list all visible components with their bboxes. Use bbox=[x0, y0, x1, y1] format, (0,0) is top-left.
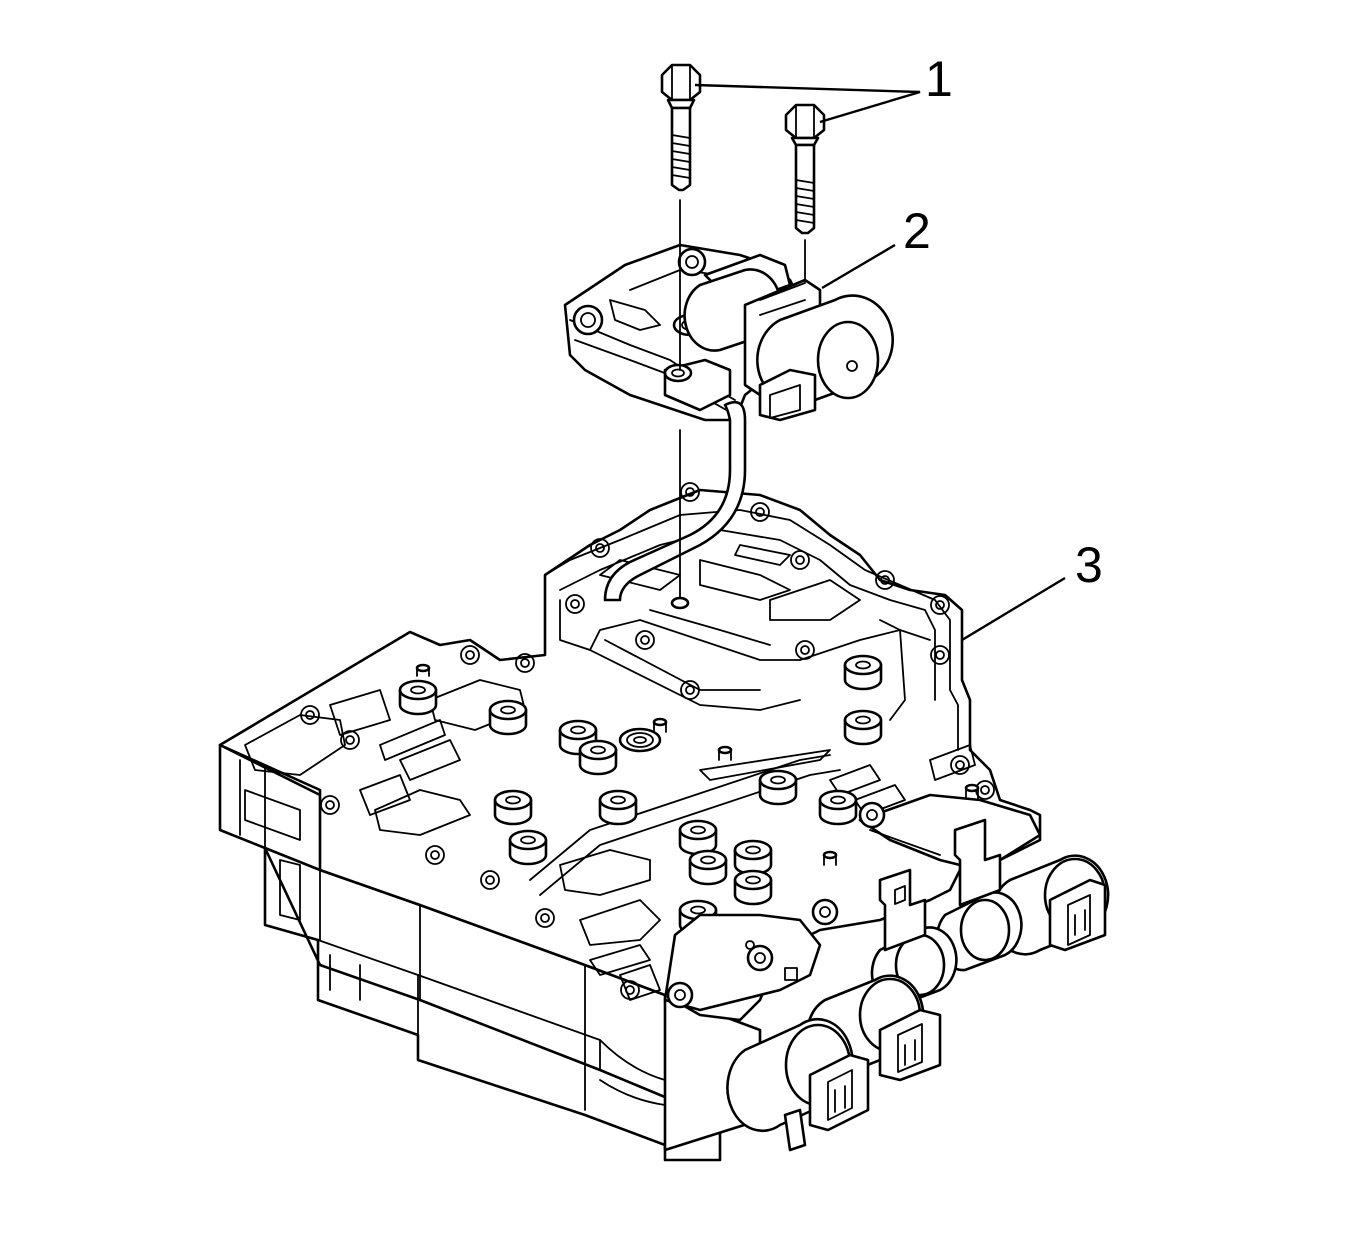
callout-1: 1 bbox=[694, 51, 953, 124]
bolt-hole-ring bbox=[300, 482, 995, 1000]
callout-label-2: 2 bbox=[903, 203, 931, 259]
solenoid-bracket-right bbox=[858, 793, 1042, 867]
valve-body bbox=[218, 482, 1110, 1162]
solenoid-module bbox=[563, 243, 894, 602]
callout-3: 3 bbox=[961, 537, 1103, 642]
callout-label-3: 3 bbox=[1075, 537, 1103, 593]
callout-label-1: 1 bbox=[925, 51, 953, 107]
bolt bbox=[784, 103, 826, 235]
callout-2: 2 bbox=[821, 203, 931, 290]
set-screw bbox=[415, 663, 980, 866]
shift-solenoid bbox=[726, 1017, 870, 1152]
alignment-line bbox=[670, 199, 806, 610]
shift-solenoid bbox=[935, 818, 1023, 972]
spring-boss bbox=[618, 727, 662, 753]
bolt bbox=[660, 63, 702, 192]
valve-bore-boss bbox=[398, 654, 883, 936]
solenoid-bracket-left bbox=[663, 898, 839, 1012]
